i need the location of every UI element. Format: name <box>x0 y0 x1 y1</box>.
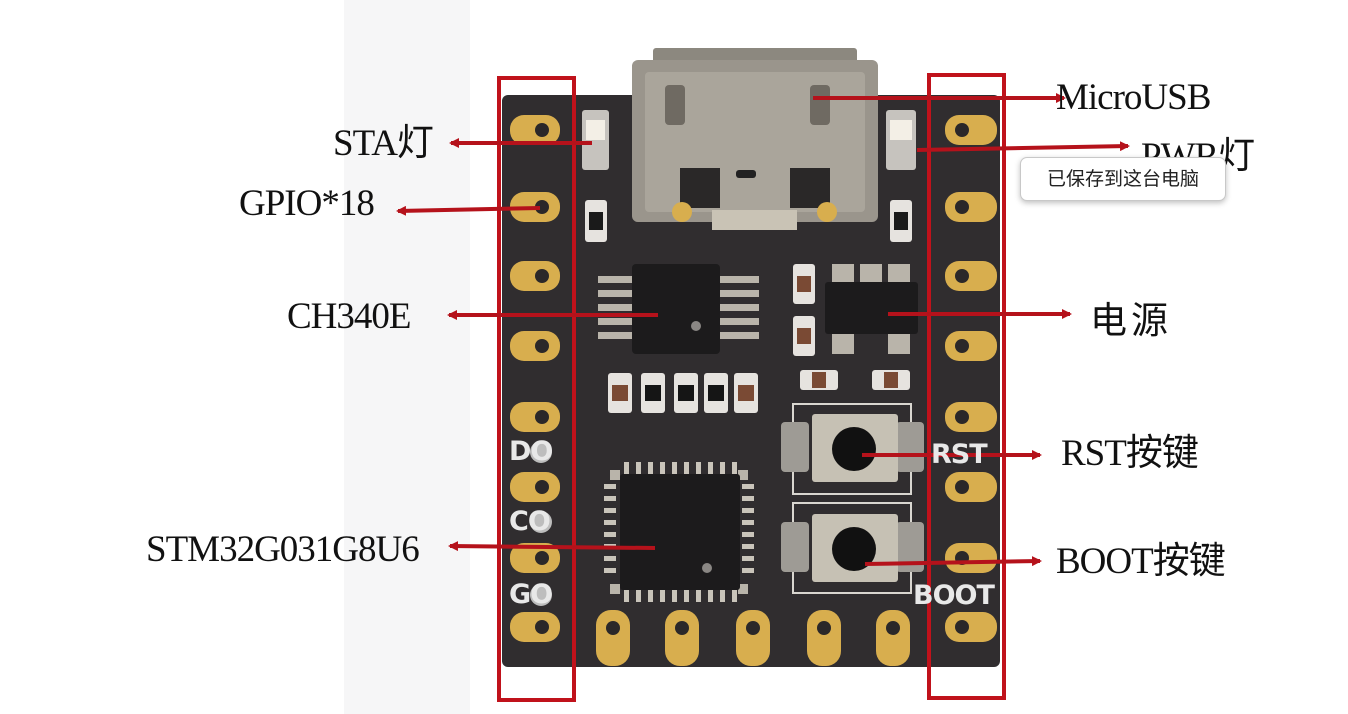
pads-right <box>945 115 997 642</box>
label-sta-led: STA灯 <box>333 123 434 164</box>
silk-co: CO <box>509 506 551 537</box>
label-rst-button: RST按键 <box>1061 433 1199 474</box>
pads-left <box>510 115 560 642</box>
ch340e-chip <box>598 264 759 354</box>
arrow-gpio <box>396 205 541 216</box>
right-pin-frame <box>927 73 1006 700</box>
arrow-boot <box>864 556 1042 567</box>
saved-tooltip: 已保存到这台电脑 <box>1020 157 1226 201</box>
label-mcu: STM32G031G8U6 <box>146 529 420 570</box>
stm32-chip <box>604 462 754 602</box>
microusb-connector <box>632 48 878 230</box>
pwr-led <box>886 110 916 170</box>
arrow-pwr <box>916 141 1130 152</box>
label-microusb: MicroUSB <box>1056 77 1211 118</box>
silk-boot: BOOT <box>913 580 995 611</box>
label-ch340e: CH340E <box>287 296 411 337</box>
silk-do: DO <box>509 436 553 467</box>
label-gpio: GPIO*18 <box>239 183 375 224</box>
silk-go: GO <box>509 579 553 610</box>
rst-button <box>781 403 924 495</box>
silk-rst: RST <box>931 439 988 470</box>
pads-bottom <box>596 610 910 666</box>
background-strip <box>344 0 470 714</box>
label-boot-button: BOOT按键 <box>1056 541 1226 582</box>
arrow-mcu <box>448 541 656 552</box>
left-pin-frame <box>497 76 576 702</box>
sta-led <box>582 110 609 170</box>
power-regulator <box>825 264 918 354</box>
label-power: 电源 <box>1090 301 1172 342</box>
